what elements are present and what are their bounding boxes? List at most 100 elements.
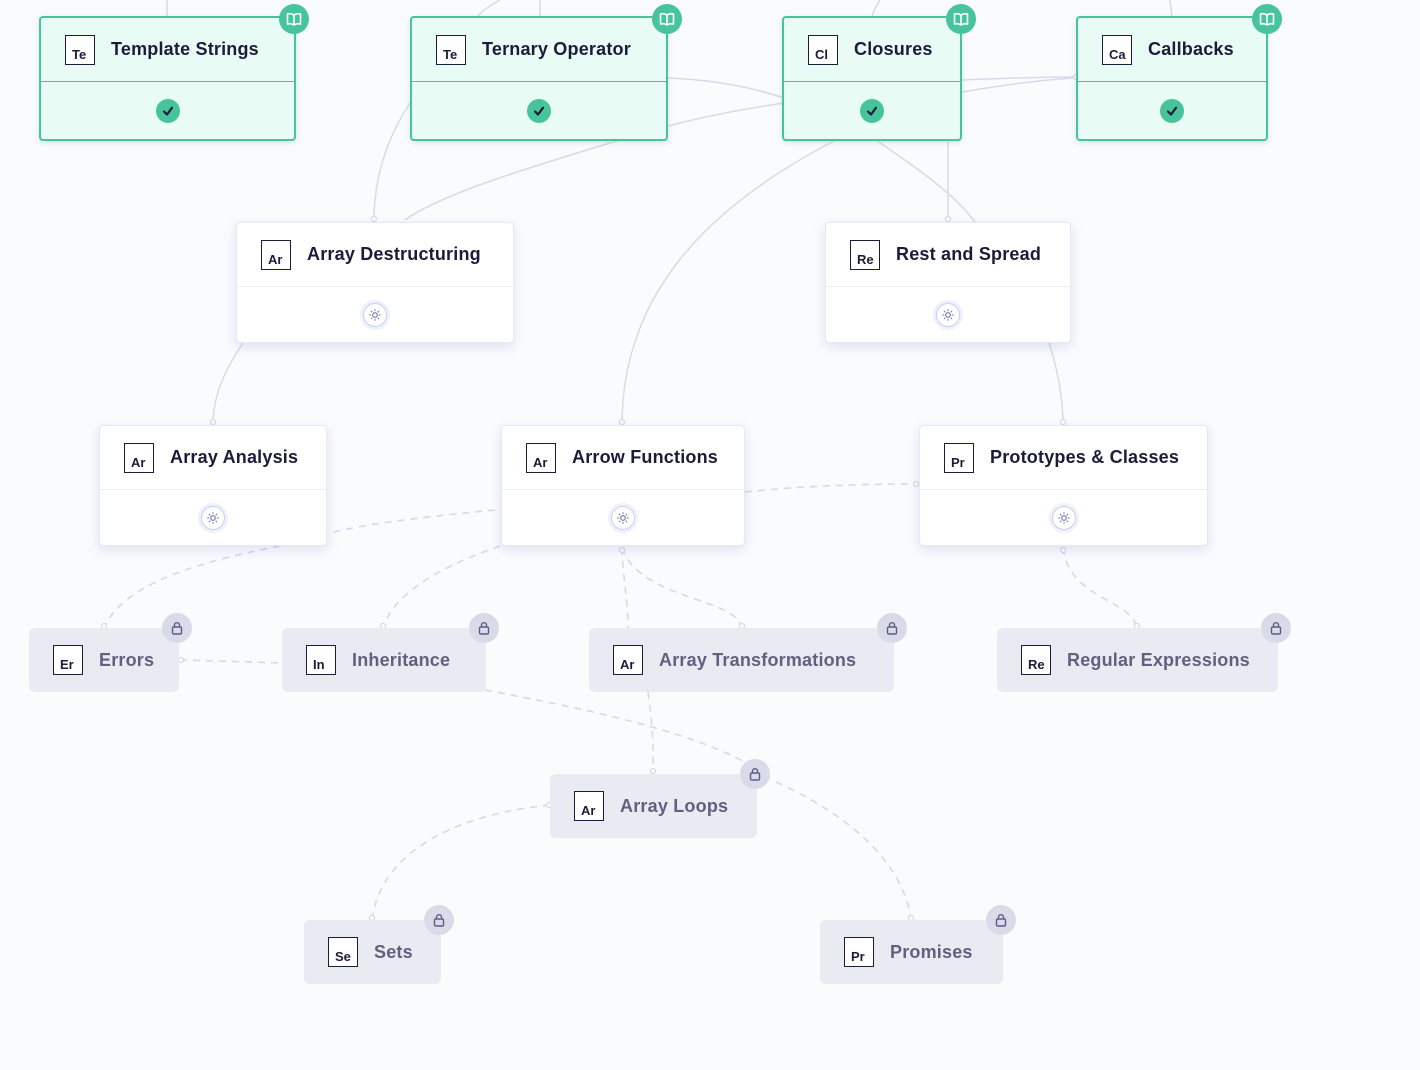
node-header: Ar Array Analysis: [100, 426, 326, 490]
topic-abbreviation: Te: [65, 34, 95, 65]
topic-abbreviation: Ca: [1102, 34, 1132, 65]
node-footer: [1078, 82, 1266, 139]
node-footer: [920, 491, 1207, 545]
edge-anchor: [944, 215, 952, 223]
edge: [212, 342, 244, 426]
edge: [647, 691, 655, 774]
lock-icon: [469, 613, 499, 643]
edge: [103, 545, 281, 629]
node-arrow-functions[interactable]: Ar Arrow Functions: [501, 425, 745, 546]
edge: [404, 139, 621, 221]
lock-icon: [424, 905, 454, 935]
edge: [961, 76, 1077, 81]
topic-abbreviation: In: [306, 645, 336, 675]
edge-anchor: [209, 418, 217, 426]
node-header: Er Errors: [29, 628, 179, 692]
edge: [1048, 342, 1064, 426]
check-icon: [860, 98, 884, 123]
node-footer: [412, 82, 666, 139]
node-header: Cl Closures: [784, 18, 960, 82]
edge: [329, 509, 496, 534]
node-title: Sets: [374, 941, 413, 962]
node-array-loops[interactable]: Ar Array Loops: [550, 759, 770, 838]
edge: [621, 139, 837, 426]
edge: [621, 547, 629, 629]
node-array-destructuring[interactable]: Ar Array Destructuring: [236, 222, 514, 343]
topic-abbreviation: Pr: [844, 937, 874, 967]
edge: [477, 0, 501, 17]
node-template-strings[interactable]: Te Template Strings: [39, 4, 309, 141]
edge: [744, 483, 919, 493]
node-title: Array Destructuring: [307, 244, 481, 264]
edge: [1169, 0, 1173, 17]
node-footer: [502, 491, 744, 545]
node-title: Arrow Functions: [572, 447, 718, 467]
check-icon: [527, 98, 551, 123]
edge: [961, 77, 1077, 93]
edge-anchor: [618, 418, 626, 426]
lightbulb-icon[interactable]: [611, 506, 635, 530]
check-icon: [155, 98, 180, 123]
node-header: Te Template Strings: [41, 18, 294, 82]
node-errors[interactable]: Er Errors: [29, 613, 192, 692]
node-ternary-operator[interactable]: Te Ternary Operator: [410, 4, 682, 141]
node-array-analysis[interactable]: Ar Array Analysis: [99, 425, 327, 546]
node-header: Te Ternary Operator: [412, 18, 666, 82]
edge-anchor: [618, 546, 626, 554]
node-sets[interactable]: Se Sets: [304, 905, 454, 984]
edge: [775, 781, 912, 921]
topic-abbreviation: Re: [850, 239, 880, 270]
topic-abbreviation: Ar: [124, 442, 154, 473]
edge: [371, 804, 551, 921]
topic-abbreviation: Cl: [808, 34, 838, 65]
edge: [484, 689, 771, 779]
edge: [875, 139, 976, 223]
edge: [382, 545, 501, 629]
book-icon[interactable]: [1252, 4, 1282, 34]
topic-abbreviation: Pr: [944, 442, 974, 473]
edge: [1062, 547, 1138, 629]
book-icon[interactable]: [652, 4, 682, 34]
edge-anchor: [649, 767, 657, 775]
node-footer: [237, 288, 513, 342]
node-regular-expressions[interactable]: Re Regular Expressions: [997, 613, 1291, 692]
lightbulb-icon[interactable]: [936, 303, 960, 327]
node-header: Ar Array Loops: [550, 774, 757, 838]
lightbulb-icon[interactable]: [201, 506, 225, 530]
node-header: Pr Promises: [820, 920, 1003, 984]
node-title: Array Transformations: [659, 649, 857, 670]
book-icon[interactable]: [279, 4, 309, 34]
node-closures[interactable]: Cl Closures: [782, 4, 976, 141]
edge-anchor: [370, 215, 378, 223]
node-array-transformations[interactable]: Ar Array Transformations: [589, 613, 907, 692]
node-title: Callbacks: [1148, 39, 1234, 59]
edge-anchor: [177, 656, 185, 664]
node-promises[interactable]: Pr Promises: [820, 905, 1016, 984]
node-header: Ar Array Transformations: [589, 628, 894, 692]
lightbulb-icon[interactable]: [1051, 506, 1076, 530]
lock-icon: [986, 905, 1016, 935]
node-title: Closures: [854, 39, 933, 59]
topic-abbreviation: Er: [53, 645, 83, 675]
node-footer: [100, 491, 326, 545]
node-header: Ar Array Destructuring: [237, 223, 513, 287]
topic-abbreviation: Ar: [574, 791, 604, 821]
node-inheritance[interactable]: In Inheritance: [282, 613, 499, 692]
book-icon[interactable]: [946, 4, 976, 34]
node-header: Pr Prototypes & Classes: [920, 426, 1207, 490]
node-footer: [784, 82, 960, 139]
node-header: Re Rest and Spread: [826, 223, 1070, 287]
lightbulb-icon[interactable]: [363, 303, 387, 327]
edge: [179, 659, 283, 664]
lock-icon: [162, 613, 192, 643]
edge: [871, 0, 881, 17]
node-title: Errors: [99, 649, 155, 670]
edge: [621, 547, 743, 629]
node-callbacks[interactable]: Ca Callbacks: [1076, 4, 1282, 141]
node-prototypes-classes[interactable]: Pr Prototypes & Classes: [919, 425, 1208, 546]
edge: [667, 102, 785, 127]
node-rest-and-spread[interactable]: Re Rest and Spread: [825, 222, 1071, 343]
node-title: Rest and Spread: [896, 244, 1042, 264]
node-title: Template Strings: [111, 39, 259, 59]
